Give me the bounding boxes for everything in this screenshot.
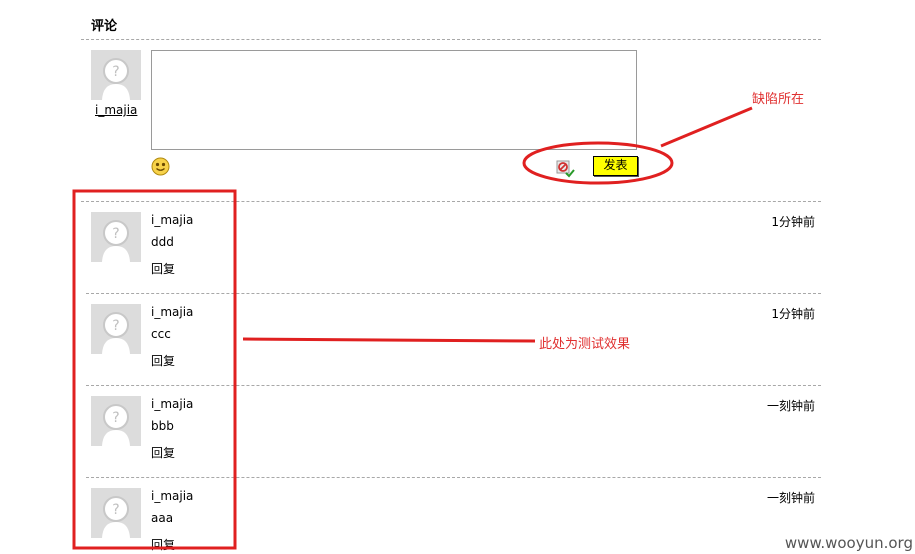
svg-text:?: ? [112,64,119,80]
svg-text:?: ? [112,410,119,426]
section-title: 评论 [91,19,118,34]
avatar: ? [91,488,141,538]
divider [86,385,821,386]
divider [86,293,821,294]
pointer-line [660,106,753,148]
composer-username-link[interactable]: i_majia [95,103,138,117]
submit-button[interactable]: 发表 [593,156,638,176]
reply-link[interactable]: 回复 [151,262,176,276]
comment-text: ccc [151,327,171,341]
avatar: ? [91,212,141,262]
divider [81,39,821,40]
reply-link[interactable]: 回复 [151,354,176,368]
pointer-line [242,337,536,343]
annotation-effect-label: 此处为测试效果 [539,337,631,352]
annotation-defect-label: 缺陷所在 [752,92,805,107]
svg-text:?: ? [112,502,119,518]
comment-textarea[interactable] [151,50,637,150]
comment-username[interactable]: i_majia [151,213,194,227]
divider [81,201,821,202]
highlight-rect [72,189,237,550]
avatar: ? [91,304,141,354]
comment-text: bbb [151,419,174,433]
comment-username[interactable]: i_majia [151,489,194,503]
comment-time: 1分钟前 [771,215,815,229]
comment-time: 一刻钟前 [766,399,815,413]
comment-username[interactable]: i_majia [151,397,194,411]
comment-text: ddd [151,235,174,249]
avatar: ? [91,50,141,100]
comment-username[interactable]: i_majia [151,305,194,319]
svg-text:?: ? [112,226,119,242]
comment-time: 一刻钟前 [766,491,815,505]
avatar: ? [91,396,141,446]
reply-link[interactable]: 回复 [151,446,176,460]
divider [86,477,821,478]
watermark: www.wooyun.org [784,534,913,552]
smiley-icon[interactable] [151,157,170,176]
comment-time: 1分钟前 [771,307,815,321]
svg-text:?: ? [112,318,119,334]
comment-text: aaa [151,511,174,525]
captcha-check-icon[interactable] [556,159,575,178]
highlight-ellipse [522,141,674,185]
